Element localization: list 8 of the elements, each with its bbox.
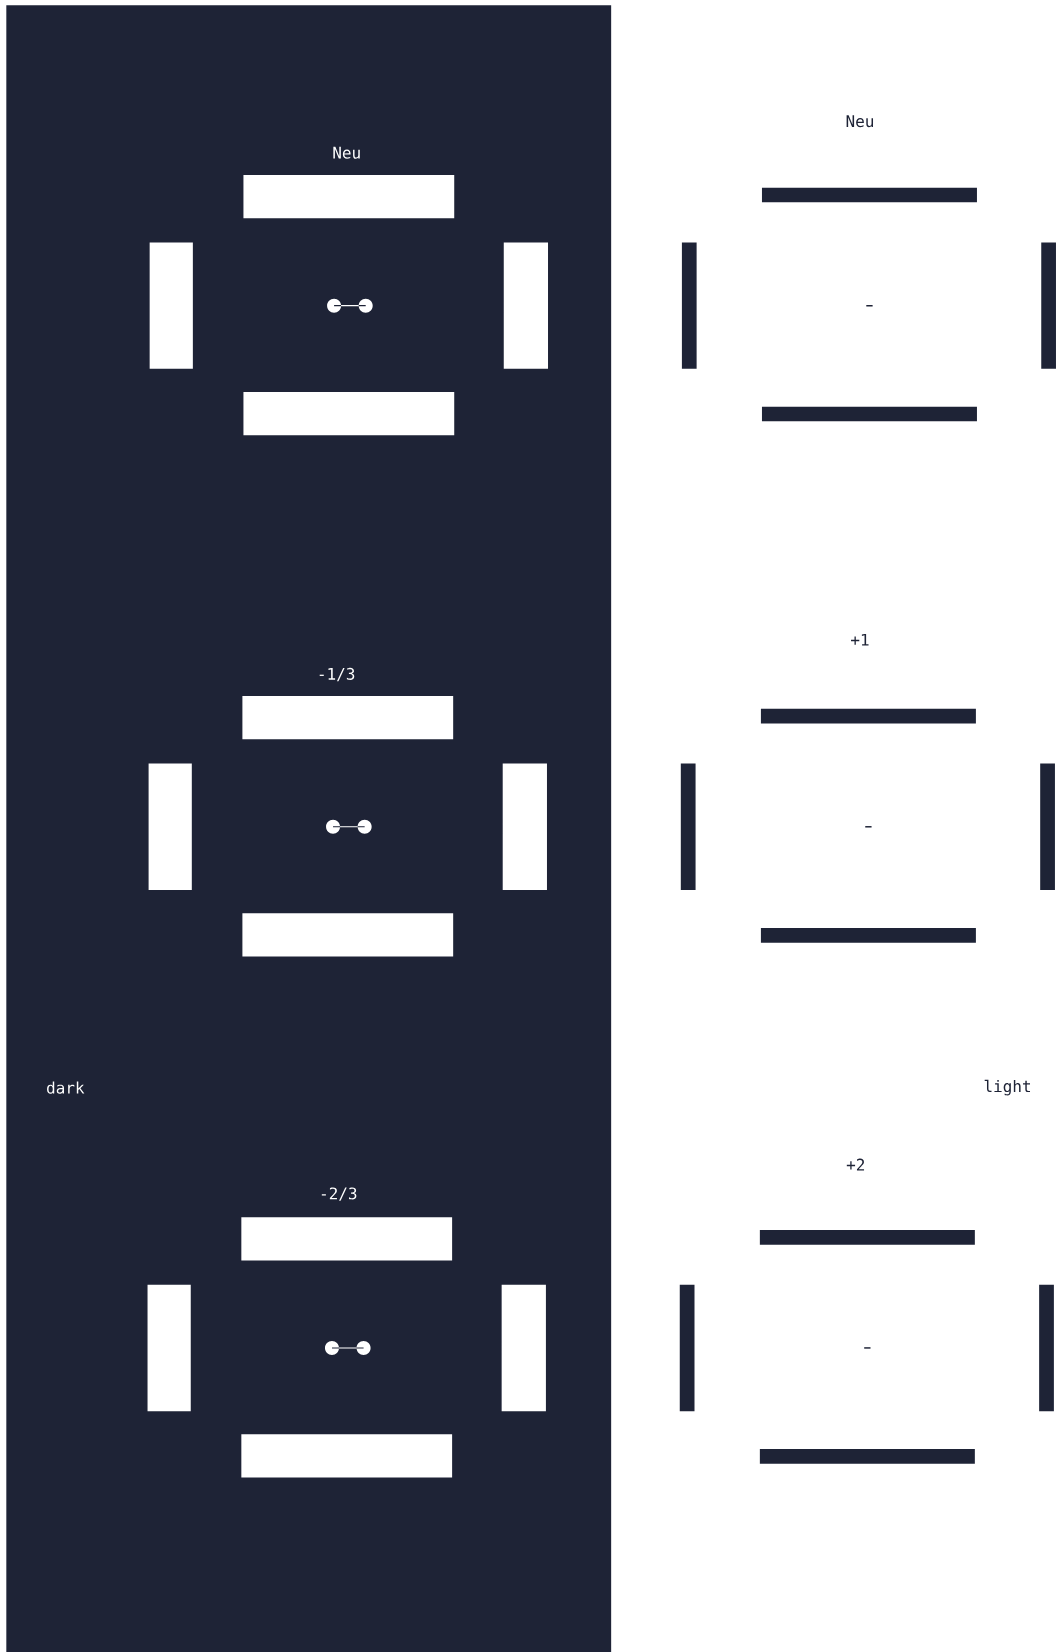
- panel-label: -2/3: [321, 1187, 357, 1201]
- panel-label: +2: [846, 1158, 865, 1171]
- panel-label: light: [984, 1079, 1030, 1096]
- panel-label: Neu: [846, 115, 873, 128]
- panel-label: +1: [851, 633, 869, 646]
- panel-label: dark: [47, 1081, 85, 1094]
- panel-label: -1/3: [319, 667, 355, 682]
- panel-label: Neu: [333, 146, 360, 159]
